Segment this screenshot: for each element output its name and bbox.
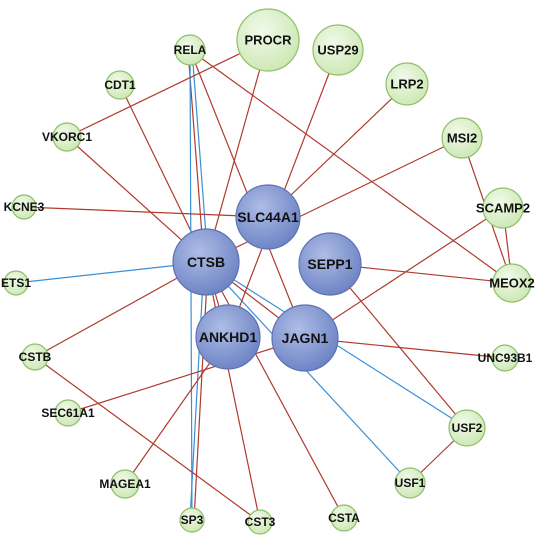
edge-ctsb-sp3 bbox=[193, 262, 209, 521]
node-kcne3[interactable]: KCNE3 bbox=[4, 194, 45, 220]
node-sec61a1[interactable]: SEC61A1 bbox=[41, 399, 95, 427]
node-ets1[interactable]: ETS1 bbox=[1, 270, 31, 296]
node-label-sp3: SP3 bbox=[181, 513, 204, 527]
node-label-scamp2: SCAMP2 bbox=[476, 201, 530, 216]
node-circle-csta[interactable] bbox=[330, 504, 358, 532]
node-label-msi2: MSI2 bbox=[447, 131, 477, 146]
node-csta[interactable]: CSTA bbox=[328, 504, 360, 532]
node-circle-meox2[interactable] bbox=[492, 263, 532, 303]
node-usf2[interactable]: USF2 bbox=[448, 409, 486, 447]
node-usf1[interactable]: USF1 bbox=[394, 467, 426, 499]
node-ankhd1[interactable]: ANKHD1 bbox=[195, 304, 261, 370]
node-label-usf2: USF2 bbox=[452, 421, 483, 435]
edge-sepp1-usf2 bbox=[329, 263, 468, 429]
node-magea1[interactable]: MAGEA1 bbox=[99, 469, 151, 499]
edge-ctsb-procr bbox=[205, 39, 269, 263]
node-label-csta: CSTA bbox=[328, 511, 360, 525]
node-scamp2[interactable]: SCAMP2 bbox=[476, 187, 530, 229]
node-circle-cdt1[interactable] bbox=[105, 70, 135, 100]
edge-ctsb-cst3 bbox=[205, 261, 261, 523]
node-circle-ets1[interactable] bbox=[3, 270, 29, 296]
node-label-ctsb: CTSB bbox=[187, 254, 225, 270]
edge-ctsb-rela bbox=[191, 49, 209, 262]
node-label-kcne3: KCNE3 bbox=[4, 200, 45, 214]
edge-scamp2-jagn1 bbox=[304, 207, 504, 339]
node-label-usp29: USP29 bbox=[317, 43, 358, 58]
node-rela[interactable]: RELA bbox=[174, 34, 207, 66]
node-jagn1[interactable]: JAGN1 bbox=[271, 304, 339, 372]
node-circle-usf1[interactable] bbox=[394, 467, 426, 499]
node-cstb[interactable]: CSTB bbox=[19, 343, 52, 371]
node-label-meox2: MEOX2 bbox=[489, 276, 535, 291]
node-circle-unc93b1[interactable] bbox=[491, 344, 519, 372]
node-circle-usp29[interactable] bbox=[312, 24, 364, 76]
edge-kcne3-slc44a1 bbox=[23, 206, 269, 218]
node-label-cst3: CST3 bbox=[245, 515, 276, 529]
node-label-rela: RELA bbox=[174, 43, 207, 57]
node-label-cdt1: CDT1 bbox=[104, 78, 136, 92]
edge-procr-vkorc1 bbox=[66, 39, 269, 138]
node-circle-cstb[interactable] bbox=[21, 343, 49, 371]
node-vkorc1[interactable]: VKORC1 bbox=[42, 122, 92, 152]
node-label-unc93b1: UNC93B1 bbox=[478, 351, 533, 365]
node-label-sec61a1: SEC61A1 bbox=[41, 406, 95, 420]
node-circle-cst3[interactable] bbox=[247, 509, 273, 535]
node-label-lrp2: LRP2 bbox=[390, 77, 423, 92]
node-label-ets1: ETS1 bbox=[1, 276, 31, 290]
node-label-vkorc1: VKORC1 bbox=[42, 130, 92, 144]
node-procr[interactable]: PROCR bbox=[236, 8, 300, 72]
node-circle-magea1[interactable] bbox=[110, 469, 140, 499]
node-circle-usf2[interactable] bbox=[448, 409, 486, 447]
node-msi2[interactable]: MSI2 bbox=[441, 117, 483, 159]
node-unc93b1[interactable]: UNC93B1 bbox=[478, 344, 533, 372]
node-slc44a1[interactable]: SLC44A1 bbox=[235, 184, 301, 250]
node-circle-rela[interactable] bbox=[174, 34, 206, 66]
node-cst3[interactable]: CST3 bbox=[245, 509, 276, 535]
edge-ctsb-csta bbox=[205, 261, 345, 519]
node-label-magea1: MAGEA1 bbox=[99, 477, 151, 491]
node-circle-lrp2[interactable] bbox=[385, 62, 429, 106]
node-circle-ctsb[interactable] bbox=[172, 228, 240, 296]
node-circle-vkorc1[interactable] bbox=[52, 122, 82, 152]
node-ctsb[interactable]: CTSB bbox=[172, 228, 240, 296]
node-usp29[interactable]: USP29 bbox=[312, 24, 364, 76]
node-meox2[interactable]: MEOX2 bbox=[489, 263, 535, 303]
node-circle-msi2[interactable] bbox=[441, 117, 483, 159]
node-circle-ankhd1[interactable] bbox=[195, 304, 261, 370]
node-label-jagn1: JAGN1 bbox=[282, 330, 329, 346]
node-sp3[interactable]: SP3 bbox=[179, 507, 205, 533]
node-circle-procr[interactable] bbox=[236, 8, 300, 72]
node-label-ankhd1: ANKHD1 bbox=[199, 329, 258, 345]
node-label-usf1: USF1 bbox=[395, 476, 426, 490]
edge-rela-meox2 bbox=[189, 49, 513, 284]
edge-layer bbox=[15, 39, 513, 523]
node-label-sepp1: SEPP1 bbox=[307, 256, 352, 272]
node-label-cstb: CSTB bbox=[19, 350, 52, 364]
edge-jagn1-sec61a1 bbox=[67, 337, 306, 414]
node-circle-sp3[interactable] bbox=[179, 507, 205, 533]
edge-ctsb-usf1 bbox=[205, 261, 411, 484]
node-circle-slc44a1[interactable] bbox=[235, 184, 301, 250]
node-circle-sepp1[interactable] bbox=[298, 232, 362, 296]
node-label-slc44a1: SLC44A1 bbox=[237, 209, 299, 225]
node-lrp2[interactable]: LRP2 bbox=[385, 62, 429, 106]
node-circle-kcne3[interactable] bbox=[11, 194, 37, 220]
node-sepp1[interactable]: SEPP1 bbox=[298, 232, 362, 296]
node-label-procr: PROCR bbox=[245, 33, 293, 48]
node-cdt1[interactable]: CDT1 bbox=[104, 70, 136, 100]
node-circle-jagn1[interactable] bbox=[271, 304, 339, 372]
edge-cstb-cst3 bbox=[34, 356, 261, 523]
node-circle-sec61a1[interactable] bbox=[54, 399, 82, 427]
node-circle-scamp2[interactable] bbox=[482, 187, 524, 229]
